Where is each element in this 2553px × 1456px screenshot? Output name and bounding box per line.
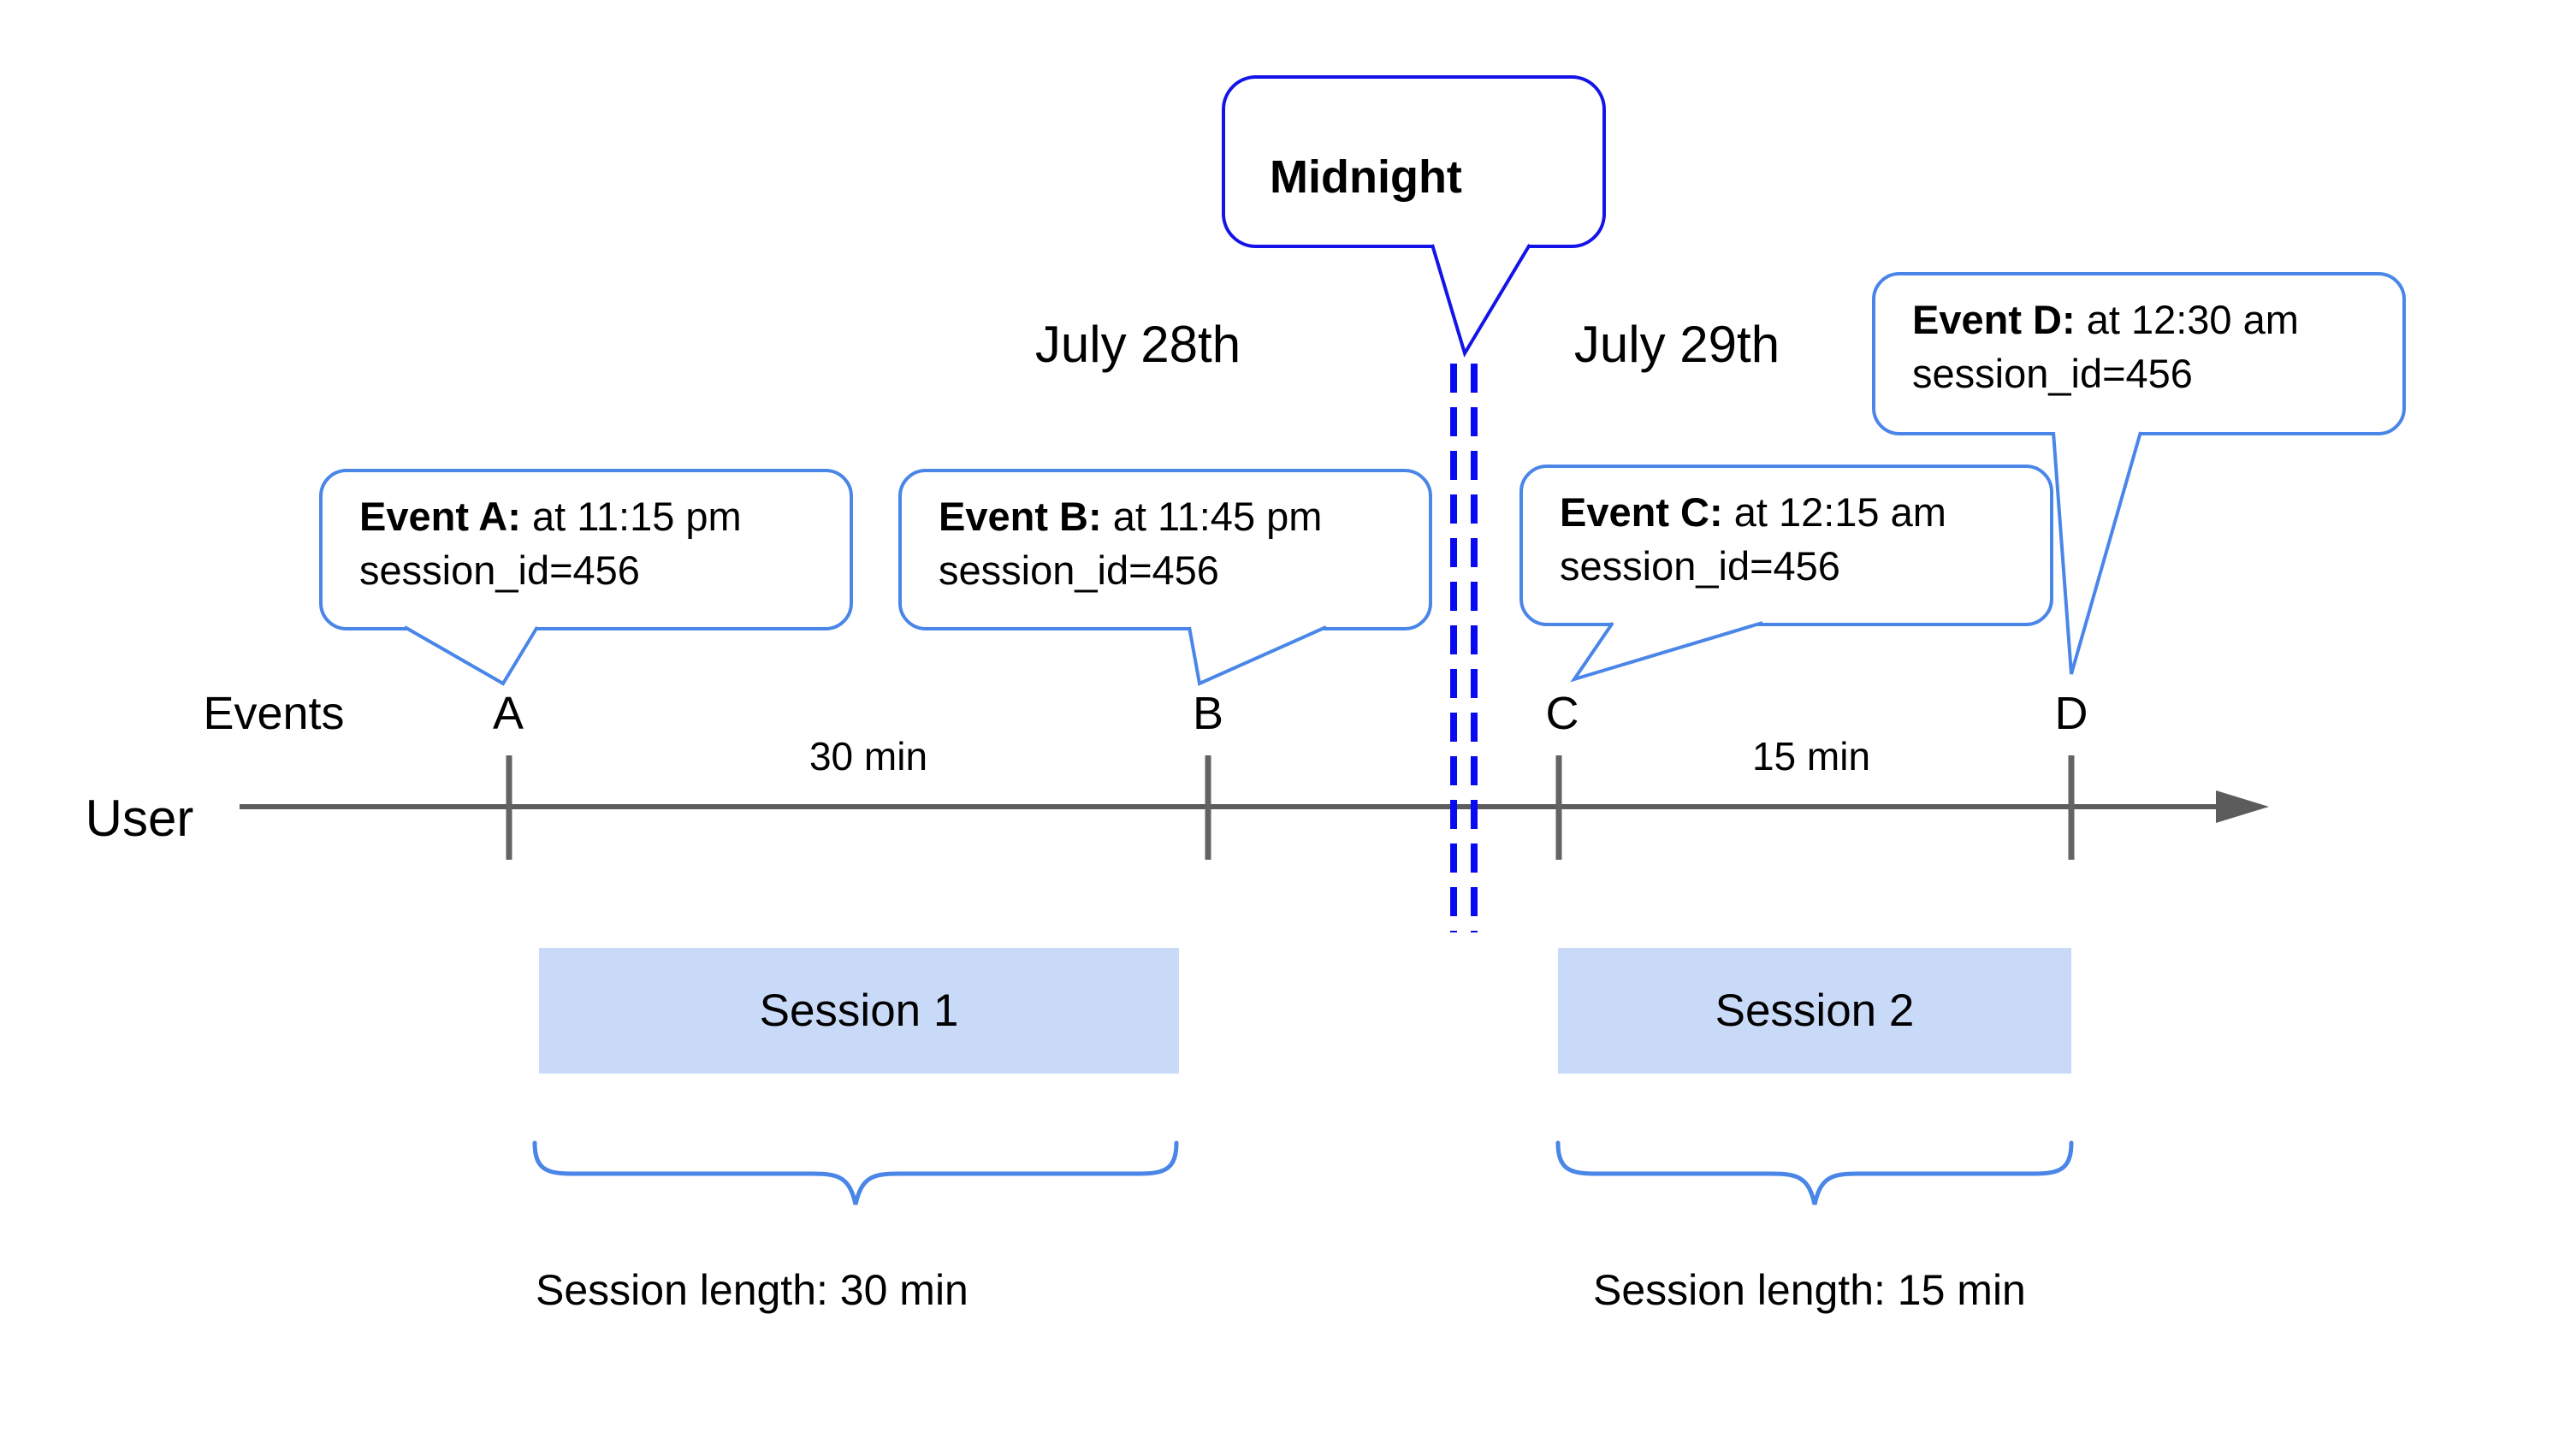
event-b-callout-text: Event B: at 11:45 pm session_id=456: [939, 489, 1322, 597]
event-c-callout-bubble: [1519, 465, 2053, 683]
event-b-callout-bubble: [898, 469, 1432, 686]
event-b-line1: Event B: at 11:45 pm: [939, 489, 1322, 543]
tick-label-c: C: [1545, 688, 1579, 739]
midnight-callout-label: Midnight: [1270, 151, 1462, 203]
event-a-name: Event A:: [359, 494, 521, 539]
tick-label-b: B: [1192, 688, 1224, 739]
session-2-brace: [1555, 1140, 2074, 1205]
session-1-box: Session 1: [539, 948, 1179, 1074]
tick-label-a: A: [492, 688, 524, 739]
session-2-box: Session 2: [1558, 948, 2071, 1074]
gap-label-30-min: 30 min: [809, 734, 928, 778]
session-1-length-label: Session length: 30 min: [536, 1266, 968, 1314]
event-d-name: Event D:: [1912, 297, 2076, 342]
event-a-line1: Event A: at 11:15 pm: [359, 489, 742, 543]
event-c-session-id: session_id=456: [1560, 543, 1840, 589]
events-axis-label: Events: [203, 688, 345, 739]
event-a-session-id: session_id=456: [359, 547, 640, 593]
event-a-time: at 11:15 pm: [531, 494, 742, 539]
timeline-arrowhead-icon: [2216, 790, 2269, 823]
event-a-callout-bubble: [319, 469, 853, 686]
event-b-time: at 11:45 pm: [1112, 494, 1323, 539]
event-a-callout-text: Event A: at 11:15 pm session_id=456: [359, 489, 742, 597]
event-c-name: Event C:: [1560, 489, 1723, 535]
event-c-time: at 12:15 am: [1733, 489, 1946, 535]
event-c-line1: Event C: at 12:15 am: [1560, 485, 1946, 539]
session-2-length-label: Session length: 15 min: [1593, 1266, 2026, 1314]
gap-label-15-min: 15 min: [1751, 734, 1871, 778]
user-axis-label: User: [85, 790, 194, 847]
session-2-label: Session 2: [1715, 985, 1915, 1036]
event-d-session-id: session_id=456: [1912, 351, 2193, 396]
session-1-label: Session 1: [759, 985, 959, 1036]
date-label-july-29: July 29th: [1573, 316, 1780, 373]
session-1-brace: [532, 1140, 1179, 1205]
tick-label-d: D: [2054, 688, 2088, 739]
event-b-session-id: session_id=456: [939, 547, 1219, 593]
event-d-line1: Event D: at 12:30 am: [1912, 293, 2299, 346]
event-d-callout-text: Event D: at 12:30 am session_id=456: [1912, 293, 2299, 400]
midnight-callout-bubble: [1222, 75, 1606, 358]
event-d-time: at 12:30 am: [2086, 297, 2299, 342]
date-label-july-28: July 28th: [1034, 316, 1241, 373]
event-d-callout-bubble: [1872, 272, 2406, 675]
event-b-name: Event B:: [939, 494, 1102, 539]
event-c-callout-text: Event C: at 12:15 am session_id=456: [1560, 485, 1946, 593]
